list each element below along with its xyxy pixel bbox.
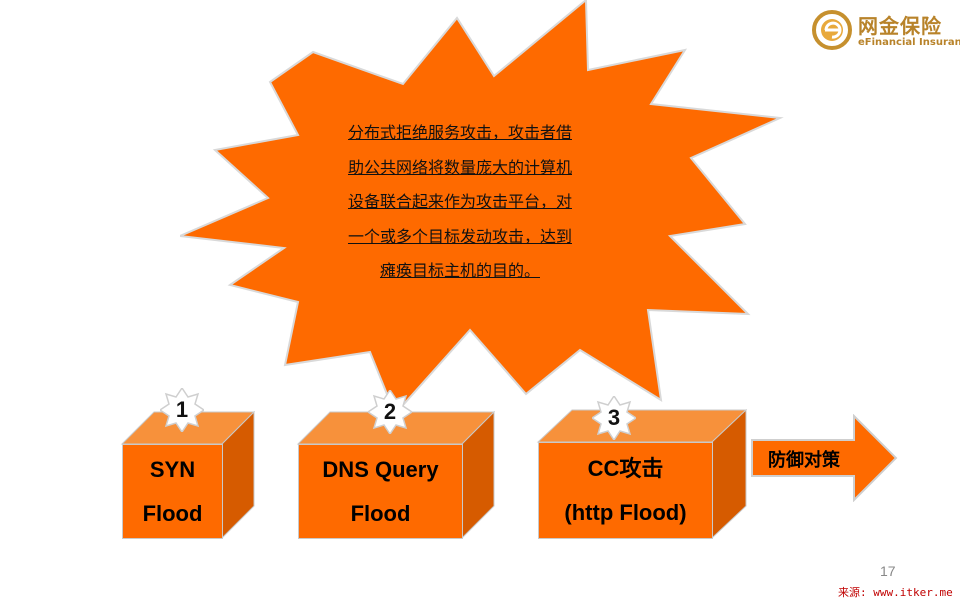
defense-label: 防御对策 xyxy=(768,450,840,471)
ddos-definition-text: 分布式拒绝服务攻击，攻击者借助公共网络将数量庞大的计算机设备联合起来作为攻击平台… xyxy=(347,123,572,280)
company-logo: 网金保险 eFinancial Insurance xyxy=(812,8,960,52)
definition-burst xyxy=(180,0,784,416)
logo-name-en: eFinancial Insurance xyxy=(858,37,960,48)
badge-number: 1 xyxy=(175,397,189,422)
badge-number: 2 xyxy=(383,399,397,424)
source-watermark: 来源: www.itker.me xyxy=(838,586,953,599)
attack-title-line1: SYN xyxy=(149,456,196,482)
attack-title-line2: (http Flood) xyxy=(564,499,687,525)
attack-box-syn-flood: SYN Flood xyxy=(120,410,262,550)
attack-title-line1: CC攻击 xyxy=(587,455,664,481)
badge-2: 2 xyxy=(366,388,414,436)
defense-arrow-icon xyxy=(751,414,898,502)
attack-box-cc-attack: CC攻击 (http Flood) xyxy=(536,408,748,550)
badge-number: 3 xyxy=(607,405,621,430)
box-3d-faces xyxy=(120,410,256,540)
attack-box-dns-query-flood: DNS Query Flood xyxy=(296,410,498,550)
badge-3: 3 xyxy=(590,394,638,442)
logo-name-cn: 网金保险 xyxy=(858,14,942,38)
attack-title-line2: Flood xyxy=(350,500,411,526)
logo-e-icon xyxy=(812,10,852,50)
box-3d-faces xyxy=(296,410,496,540)
attack-title-line2: Flood xyxy=(142,500,203,526)
badge-1: 1 xyxy=(158,386,206,434)
attack-title-line1: DNS Query xyxy=(322,456,439,482)
page-number: 17 xyxy=(880,563,896,579)
